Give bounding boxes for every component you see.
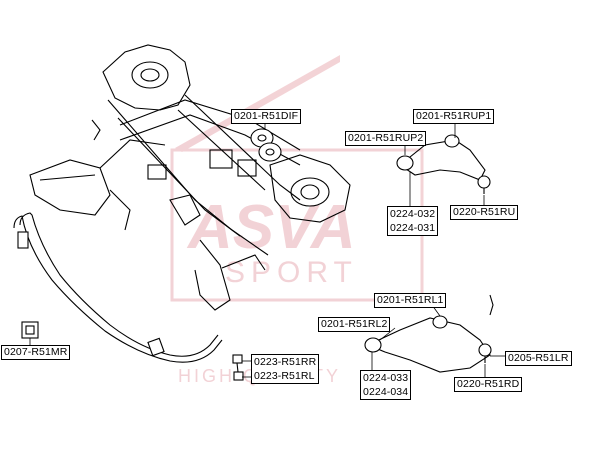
subframe-drawing: [29, 44, 351, 311]
watermark-sport: SPORT: [225, 256, 358, 289]
label-0223-R51RR[interactable]: 0223-R51RR: [254, 356, 317, 368]
label-0224-033[interactable]: 0224-033: [363, 372, 409, 384]
stabilizer-bushing: [21, 321, 39, 339]
label-0201-R51DIF[interactable]: 0201-R51DIF: [231, 109, 302, 124]
lower-control-arm: [364, 294, 494, 373]
diff-mount-bushings: [250, 128, 282, 162]
stabilizer-bar: [13, 212, 223, 363]
label-0205-R51LR[interactable]: 0205-R51LR: [505, 351, 572, 366]
upper-control-arm: [396, 134, 491, 194]
label-0220-R51RU[interactable]: 0220-R51RU: [450, 205, 519, 220]
label-0223-R51RR-RL[interactable]: 0223-R51RR 0223-R51RL: [251, 354, 320, 384]
label-0224-034[interactable]: 0224-034: [363, 386, 409, 398]
link-bushings: [232, 354, 244, 381]
label-0201-R51RL2[interactable]: 0201-R51RL2: [318, 317, 391, 332]
leader-lines: [29, 122, 505, 378]
label-0201-R51RUP2[interactable]: 0201-R51RUP2: [345, 131, 427, 146]
label-0224-032[interactable]: 0224-032: [390, 208, 436, 220]
label-0224-031[interactable]: 0224-031: [390, 222, 436, 234]
watermark-brand: ASVA: [186, 193, 356, 262]
label-0201-R51RUP1[interactable]: 0201-R51RUP1: [413, 109, 495, 124]
label-0224-033-034[interactable]: 0224-033 0224-034: [360, 370, 412, 400]
label-0220-R51RD[interactable]: 0220-R51RD: [454, 377, 523, 392]
label-0224-032-031[interactable]: 0224-032 0224-031: [387, 206, 439, 236]
label-0223-R51RL[interactable]: 0223-R51RL: [254, 370, 315, 382]
label-0201-R51RL1[interactable]: 0201-R51RL1: [374, 293, 447, 308]
label-0207-R51MR[interactable]: 0207-R51MR: [1, 345, 71, 360]
